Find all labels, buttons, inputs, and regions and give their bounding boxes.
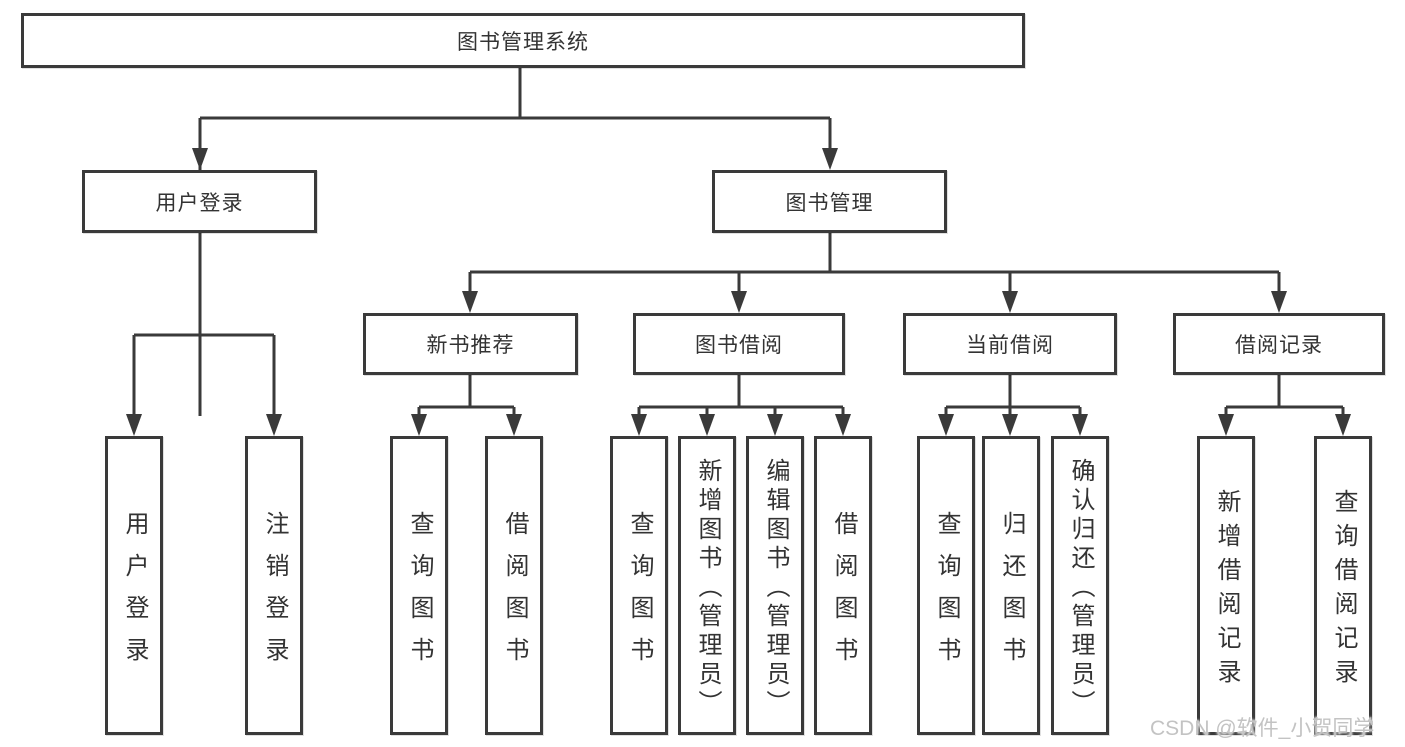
leaf-label: 新增借阅记录: [1213, 488, 1240, 693]
arrow-down-icon: [411, 414, 427, 436]
leaf-label: 借阅图书: [830, 510, 857, 679]
arrow-down-icon: [266, 414, 282, 436]
arrowheads: [126, 148, 1351, 436]
leaf-label: 注销登录: [261, 510, 288, 679]
leaf-query-books-3: 查询图书: [917, 436, 975, 735]
leaf-edit-books-admin: 编辑图书（管理员）: [746, 436, 804, 735]
connector-bookmgmt-to-level3: [468, 233, 1281, 295]
arrow-down-icon: [1002, 414, 1018, 436]
arrow-down-icon: [835, 414, 851, 436]
node-label: 当前借阅: [966, 334, 1054, 357]
leaf-label: 确认归还（管理员）: [1067, 457, 1094, 719]
node-label: 图书管理: [785, 191, 874, 215]
arrow-down-icon: [1218, 414, 1234, 436]
arrow-down-icon: [631, 414, 647, 436]
leaf-query-books-2: 查询图书: [610, 436, 668, 735]
leaf-label: 编辑图书（管理员）: [762, 457, 789, 719]
arrow-down-icon: [822, 148, 838, 170]
node-user-login: 用户登录: [82, 170, 317, 233]
connector-records-to-leaves: [1224, 375, 1345, 418]
leaf-query-borrow-record: 查询借阅记录: [1314, 436, 1372, 735]
leaf-confirm-return-admin: 确认归还（管理员）: [1051, 436, 1109, 735]
leaf-label: 用户登录: [121, 510, 148, 679]
connector-borrow-to-leaves: [637, 375, 845, 418]
node-library-management-system: 图书管理系统: [21, 13, 1025, 68]
leaf-label: 归还图书: [998, 510, 1025, 679]
node-label: 新书推荐: [426, 334, 515, 357]
arrow-down-icon: [1002, 291, 1018, 313]
arrow-down-icon: [938, 414, 954, 436]
leaf-borrow-books-1: 借阅图书: [485, 436, 543, 735]
arrow-down-icon: [192, 148, 208, 170]
leaf-add-books-admin: 新增图书（管理员）: [678, 436, 736, 735]
arrow-down-icon: [699, 414, 715, 436]
leaf-label: 查询图书: [626, 510, 653, 679]
leaf-label: 借阅图书: [501, 510, 528, 679]
arrow-down-icon: [767, 414, 783, 436]
connector-user-login-to-leaves: [132, 233, 276, 418]
leaf-user-login: 用户登录: [105, 436, 163, 735]
csdn-watermark: CSDN @软件_小贺同学: [1150, 717, 1375, 740]
arrow-down-icon: [731, 291, 747, 313]
leaf-borrow-books-2: 借阅图书: [814, 436, 872, 735]
arrow-down-icon: [1271, 291, 1287, 313]
leaf-label: 新增图书（管理员）: [694, 457, 721, 719]
leaf-add-borrow-record: 新增借阅记录: [1197, 436, 1255, 735]
node-label: 图书管理系统: [457, 30, 589, 54]
leaf-logout: 注销登录: [245, 436, 303, 735]
leaf-label: 查询图书: [406, 510, 433, 679]
arrow-down-icon: [1335, 414, 1351, 436]
connector-root-to-level2: [198, 68, 832, 416]
node-borrowing-records: 借阅记录: [1173, 313, 1385, 375]
node-label: 用户登录: [155, 191, 244, 215]
connector-current-to-leaves: [944, 375, 1082, 418]
node-current-borrowing: 当前借阅: [903, 313, 1117, 375]
leaf-label: 查询借阅记录: [1330, 488, 1357, 693]
node-new-book-recommend: 新书推荐: [363, 313, 578, 375]
leaf-query-books-1: 查询图书: [390, 436, 448, 735]
leaf-label: 查询图书: [933, 510, 960, 679]
arrow-down-icon: [506, 414, 522, 436]
arrow-down-icon: [1072, 414, 1088, 436]
node-book-management: 图书管理: [712, 170, 947, 233]
arrow-down-icon: [126, 414, 142, 436]
node-label: 图书借阅: [695, 334, 783, 357]
arrow-down-icon: [462, 291, 478, 313]
node-label: 借阅记录: [1235, 334, 1323, 357]
node-book-borrowing: 图书借阅: [633, 313, 845, 375]
connector-newbook-to-leaves: [417, 375, 516, 418]
leaf-return-books: 归还图书: [982, 436, 1040, 735]
